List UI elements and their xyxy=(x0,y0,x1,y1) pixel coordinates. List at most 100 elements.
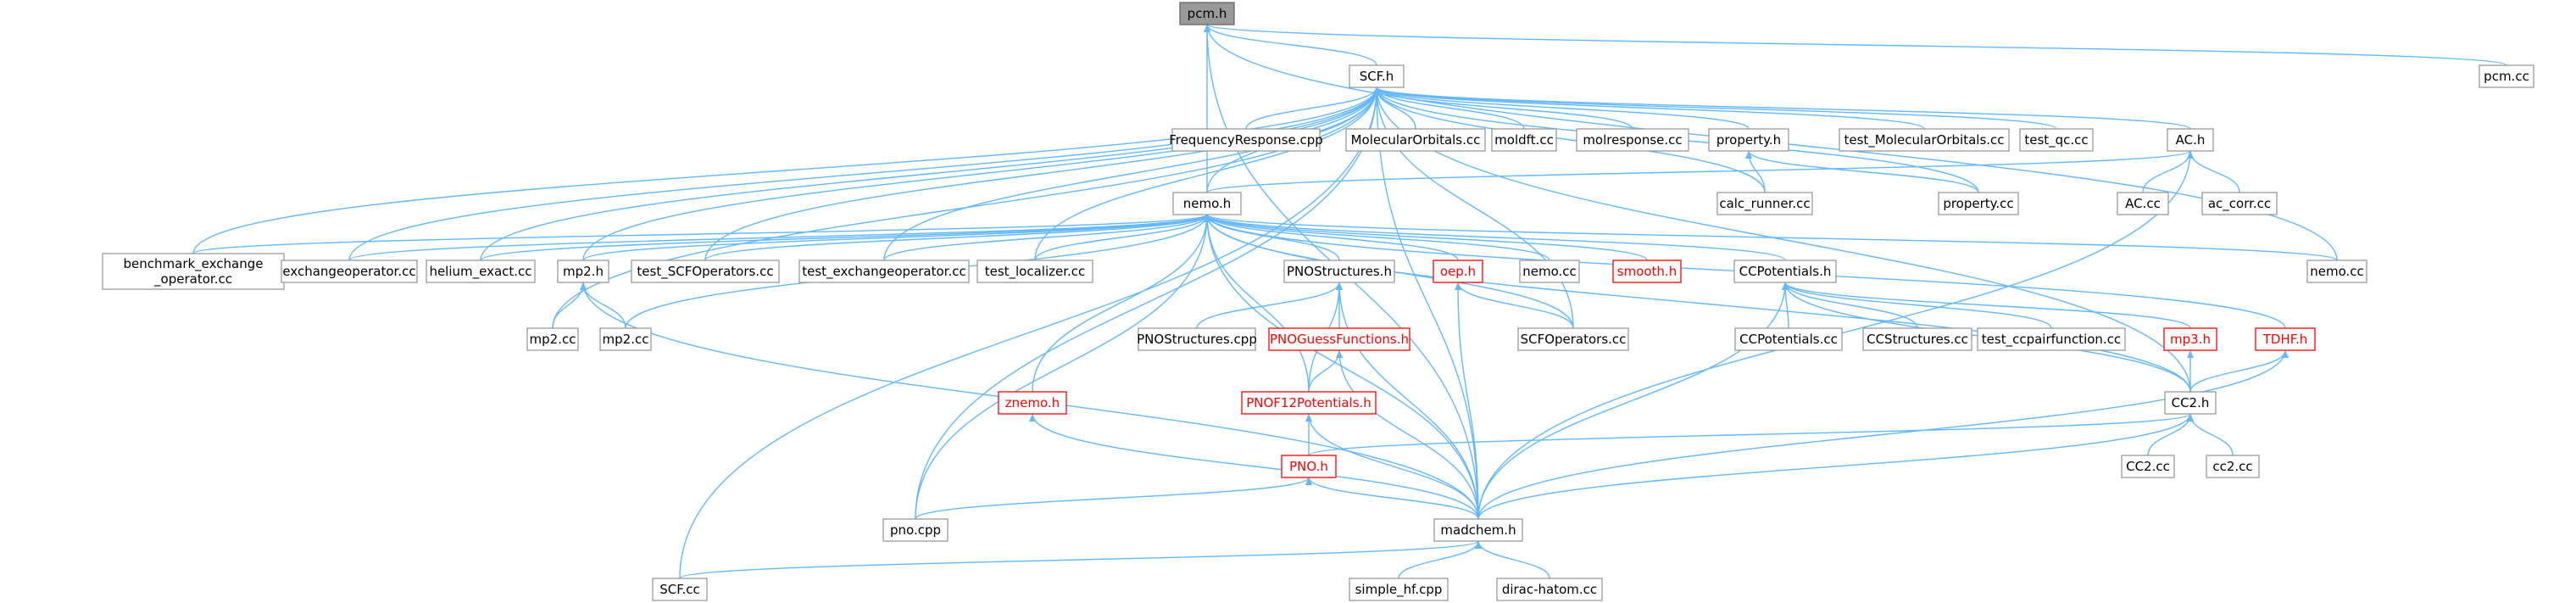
node-helium[interactable]: helium_exact.cc xyxy=(426,260,536,283)
node-box[interactable] xyxy=(1519,260,1580,283)
node-dirac[interactable]: dirac-hatom.cc xyxy=(1496,578,1603,601)
node-box[interactable] xyxy=(976,260,1093,283)
node-pno-h[interactable]: PNO.h xyxy=(1281,455,1337,478)
node-box[interactable] xyxy=(281,260,418,283)
node-box[interactable] xyxy=(1496,578,1603,601)
node-box[interactable] xyxy=(2167,128,2214,152)
node-ac-corr[interactable]: ac_corr.cc xyxy=(2201,192,2278,215)
node-box[interactable] xyxy=(1517,327,1629,351)
node-cc2-cc-b[interactable]: cc2.cc xyxy=(2206,455,2260,478)
node-box[interactable] xyxy=(1433,260,1483,283)
node-box[interactable] xyxy=(1491,128,1557,152)
node-calc-runner[interactable]: calc_runner.cc xyxy=(1716,192,1813,215)
node-box[interactable] xyxy=(1171,128,1321,152)
node-mp2-cc-b[interactable]: mp2.cc xyxy=(599,327,652,351)
node-madchem-h[interactable]: madchem.h xyxy=(1433,518,1523,542)
node-box[interactable] xyxy=(998,391,1067,415)
node-test-loc[interactable]: test_localizer.cc xyxy=(976,260,1093,283)
node-property-cc[interactable]: property.cc xyxy=(1938,192,2019,215)
node-box[interactable] xyxy=(1862,327,1972,351)
node-box[interactable] xyxy=(526,327,579,351)
node-box[interactable] xyxy=(1349,64,1405,88)
node-pnoguess-h[interactable]: PNOGuessFunctions.h xyxy=(1268,327,1410,351)
node-box[interactable] xyxy=(1433,518,1523,542)
node-box[interactable] xyxy=(2206,455,2260,478)
node-box[interactable] xyxy=(1349,578,1449,601)
node-box[interactable] xyxy=(1733,260,1837,283)
node-box[interactable] xyxy=(1576,128,1689,152)
node-box[interactable] xyxy=(2255,327,2316,351)
node-box[interactable] xyxy=(599,327,652,351)
node-nemo-cc-b[interactable]: nemo.cc xyxy=(2306,260,2367,283)
node-simple-hf[interactable]: simple_hf.cpp xyxy=(1349,578,1449,601)
node-box[interactable] xyxy=(1612,260,1682,283)
node-znemo-h[interactable]: znemo.h xyxy=(998,391,1067,415)
node-cc2-h[interactable]: CC2.h xyxy=(2164,391,2217,415)
node-box[interactable] xyxy=(1281,455,1337,478)
node-pnostruct-cpp[interactable]: PNOStructures.cpp xyxy=(1137,327,1257,351)
node-box[interactable] xyxy=(798,260,970,283)
node-box[interactable] xyxy=(1138,327,1256,351)
node-cc2-cc-a[interactable]: CC2.cc xyxy=(2121,455,2175,478)
node-exchop[interactable]: exchangeoperator.cc xyxy=(281,260,418,283)
node-box[interactable] xyxy=(1708,128,1789,152)
node-ccstruct-cc[interactable]: CCStructures.cc xyxy=(1862,327,1972,351)
node-ac-cc[interactable]: AC.cc xyxy=(2117,192,2169,215)
node-mp2-h[interactable]: mp2.h xyxy=(557,260,609,283)
node-test-exch[interactable]: test_exchangeoperator.cc xyxy=(798,260,970,283)
node-molresp[interactable]: molresponse.cc xyxy=(1576,128,1689,152)
node-mp3-h[interactable]: mp3.h xyxy=(2163,327,2217,351)
node-test-molorb[interactable]: test_MolecularOrbitals.cc xyxy=(1839,128,2010,152)
node-scf-h[interactable]: SCF.h xyxy=(1349,64,1405,88)
node-ccpot-cc[interactable]: CCPotentials.cc xyxy=(1734,327,1843,351)
node-freqresp[interactable]: FrequencyResponse.cpp xyxy=(1169,128,1323,152)
node-box[interactable] xyxy=(631,260,780,283)
node-test-scfop[interactable]: test_SCFOperators.cc xyxy=(631,260,780,283)
node-box[interactable] xyxy=(557,260,609,283)
node-box[interactable] xyxy=(2019,128,2094,152)
node-moldft[interactable]: moldft.cc xyxy=(1491,128,1557,152)
node-molorb[interactable]: MolecularOrbitals.cc xyxy=(1345,128,1486,152)
node-mp2-cc-a[interactable]: mp2.cc xyxy=(526,327,579,351)
node-box[interactable] xyxy=(426,260,536,283)
node-bench[interactable]: benchmark_exchange_operator.cc xyxy=(102,253,285,290)
node-box[interactable] xyxy=(1734,327,1843,351)
node-ccpot-h[interactable]: CCPotentials.h xyxy=(1733,260,1837,283)
node-test-qc[interactable]: test_qc.cc xyxy=(2019,128,2094,152)
node-scfop-cc[interactable]: SCFOperators.cc xyxy=(1517,327,1629,351)
node-oep-h[interactable]: oep.h xyxy=(1433,260,1483,283)
node-pcm-cc[interactable]: pcm.cc xyxy=(2479,64,2534,88)
node-smooth-h[interactable]: smooth.h xyxy=(1612,260,1682,283)
node-box[interactable] xyxy=(652,578,708,601)
node-pcm-h[interactable]: pcm.h xyxy=(1179,2,1235,25)
edge-nemo-h-to-test-loc xyxy=(1034,214,1210,261)
node-box[interactable] xyxy=(1716,192,1813,215)
node-scf-cc[interactable]: SCF.cc xyxy=(652,578,708,601)
node-box[interactable] xyxy=(2163,327,2217,351)
node-box[interactable] xyxy=(1345,128,1486,152)
node-box[interactable] xyxy=(1977,327,2126,351)
node-ac-h[interactable]: AC.h xyxy=(2167,128,2214,152)
node-pno-cpp[interactable]: pno.cpp xyxy=(882,518,949,542)
node-box[interactable] xyxy=(1268,327,1410,351)
node-box[interactable] xyxy=(2306,260,2367,283)
node-pnostruct-h[interactable]: PNOStructures.h xyxy=(1283,260,1395,283)
node-box[interactable] xyxy=(2117,192,2169,215)
node-tdhf-h[interactable]: TDHF.h xyxy=(2255,327,2316,351)
node-nemo-cc-a[interactable]: nemo.cc xyxy=(1519,260,1580,283)
node-test-ccpair[interactable]: test_ccpairfunction.cc xyxy=(1977,327,2126,351)
node-box[interactable] xyxy=(1938,192,2019,215)
node-pnof12-h[interactable]: PNOF12Potentials.h xyxy=(1241,391,1377,415)
node-property-h[interactable]: property.h xyxy=(1708,128,1789,152)
node-box[interactable] xyxy=(1241,391,1377,415)
node-box[interactable] xyxy=(2479,64,2534,88)
node-box[interactable] xyxy=(1172,192,1242,215)
node-box[interactable] xyxy=(882,518,949,542)
node-box[interactable] xyxy=(2164,391,2217,415)
node-box[interactable] xyxy=(1283,260,1395,283)
node-box[interactable] xyxy=(2121,455,2175,478)
node-nemo-h[interactable]: nemo.h xyxy=(1172,192,1242,215)
node-box[interactable] xyxy=(2201,192,2278,215)
node-box[interactable] xyxy=(1179,2,1235,25)
node-box[interactable] xyxy=(1839,128,2010,152)
